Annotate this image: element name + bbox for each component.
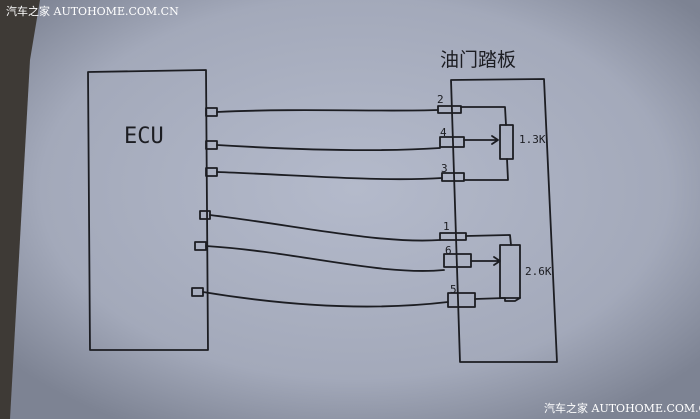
resistor-lead bbox=[463, 158, 509, 181]
paper-sheet bbox=[10, 0, 700, 419]
pin-label: 5 bbox=[450, 283, 457, 296]
resistor-value: 2.6K bbox=[525, 265, 552, 278]
watermark-bottom: 汽车之家 AUTOHOME.COM.CN bbox=[544, 401, 700, 415]
connector bbox=[447, 292, 476, 308]
watermark-top: 汽车之家 AUTOHOME.COM.CN bbox=[6, 4, 179, 18]
wire bbox=[209, 214, 441, 242]
resistor-2-6k: 2.6K bbox=[465, 234, 552, 302]
wire bbox=[216, 144, 441, 152]
pin-label: 3 bbox=[441, 162, 448, 175]
pedal-connectors: 2 4 3 1 6 5 bbox=[437, 93, 476, 308]
wire bbox=[202, 291, 449, 308]
connector bbox=[437, 105, 462, 114]
resistor-1-3k: 1.3K bbox=[460, 106, 546, 181]
ecu-block: ECU bbox=[87, 69, 218, 351]
resistor-lead bbox=[474, 297, 521, 302]
wire bbox=[205, 245, 445, 272]
connector bbox=[441, 172, 465, 182]
resistor-lead bbox=[460, 106, 507, 126]
pin-label: 4 bbox=[440, 126, 447, 139]
resistor-lead bbox=[465, 234, 512, 246]
connector bbox=[439, 136, 465, 148]
ecu-label: ECU bbox=[124, 124, 164, 149]
pedal-outline bbox=[450, 78, 558, 363]
wiper-arrow-icon bbox=[470, 256, 501, 266]
wires bbox=[202, 109, 449, 308]
pin-label: 2 bbox=[437, 93, 444, 106]
wiper-arrow-icon bbox=[463, 135, 499, 145]
resistor-value: 1.3K bbox=[519, 133, 546, 146]
pedal-title: 油门踏板 bbox=[440, 49, 516, 71]
wire bbox=[216, 109, 439, 113]
wire bbox=[216, 171, 443, 181]
pedal-block: 油门踏板 bbox=[440, 49, 558, 363]
pin-label: 1 bbox=[443, 220, 450, 233]
pin-label: 6 bbox=[445, 244, 452, 257]
resistor-body bbox=[499, 244, 521, 299]
